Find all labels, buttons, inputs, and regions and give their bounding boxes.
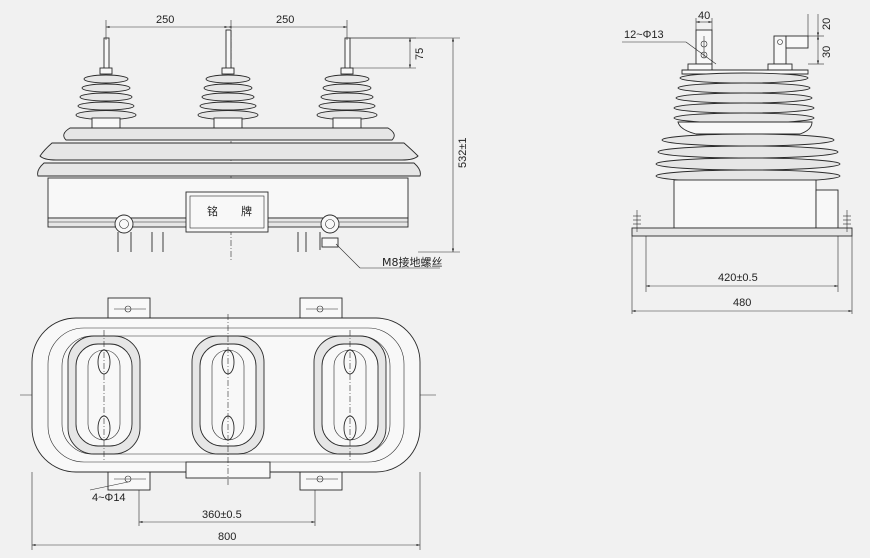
nameplate-char-2: 牌 [241,204,252,218]
body-shed-1 [63,127,395,141]
dim-20: 20 [821,18,833,30]
dim-800: 800 [218,531,236,543]
front-view: 铭 牌 250 250 75 [37,14,469,269]
ground-screw-label: M8接地螺丝 [382,256,443,269]
side-base [631,227,853,237]
side-terminal-right [773,35,787,65]
dim-420: 420±0.5 [718,272,758,284]
dim-30: 30 [821,46,833,58]
plan-bushing-right [313,335,387,455]
plan-bushing-left [67,335,141,455]
nameplate-char-1: 铭 [207,204,218,218]
bushing-middle [197,29,259,129]
feet [117,232,339,252]
side-hole-label: 12~Φ13 [624,29,664,41]
body-shed-2 [39,142,419,161]
nameplate [185,191,269,233]
terminal-right [320,214,340,234]
dim-480: 480 [733,297,751,309]
body-shed-3 [37,162,421,177]
dim-40: 40 [698,10,710,22]
bushing-left [75,37,137,129]
terminal-left [114,214,134,234]
dim-75: 75 [414,48,426,60]
dim-250-left: 250 [156,14,174,26]
plan-hole-label: 4~Φ14 [92,492,126,504]
dim-360: 360±0.5 [202,509,242,521]
dim-532: 532±1 [457,137,469,168]
dim-250-right: 250 [276,14,294,26]
side-box [815,189,839,229]
side-view: 420±0.5 480 40 20 30 12~Φ13 [622,10,853,314]
plan-view: 4~Φ14 360±0.5 800 [20,297,436,550]
bushing-right [316,37,378,129]
side-body [673,179,817,229]
